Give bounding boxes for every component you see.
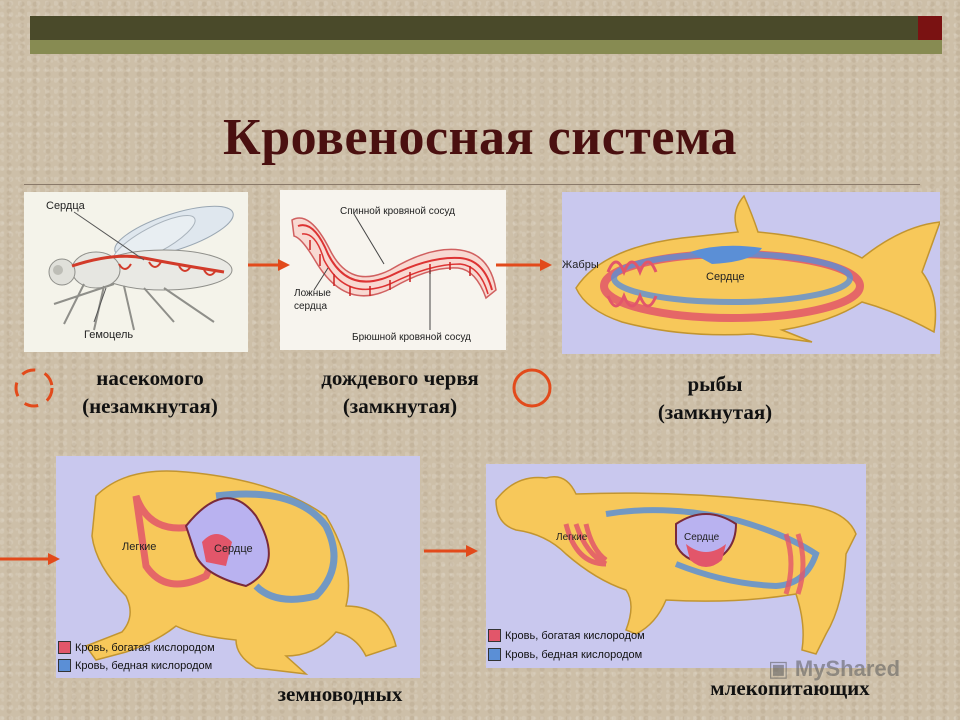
fish-heart-label: Сердце bbox=[706, 271, 745, 283]
worm-panel: Спинной кровяной сосуд Ложные сердца Брю… bbox=[280, 190, 506, 350]
frog-panel: Легкие Сердце Кровь, богатая кислородом … bbox=[56, 456, 420, 678]
title-bar-band-light bbox=[30, 40, 918, 54]
mammal-legend-oxygen-poor: Кровь, бедная кислородом bbox=[488, 648, 642, 661]
mammal-lungs-label: Легкие bbox=[556, 532, 588, 543]
frog-legend-oxygen-poor: Кровь, бедная кислородом bbox=[58, 659, 212, 672]
worm-false-hearts-label-2: сердца bbox=[294, 301, 327, 312]
fish-panel: Жабры Сердце bbox=[562, 192, 940, 354]
open-system-circle-icon bbox=[14, 368, 54, 408]
arrow-worm-to-fish bbox=[496, 259, 552, 271]
insect-image: Сердца Гемоцель bbox=[24, 192, 248, 352]
closed-system-circle-icon bbox=[512, 368, 552, 408]
frog-image: Легкие Сердце bbox=[56, 456, 420, 678]
worm-caption-line1: дождевого червя bbox=[321, 366, 479, 390]
slide-title: Кровеносная система bbox=[223, 109, 737, 166]
insect-caption: насекомого (незамкнутая) bbox=[50, 364, 250, 420]
mammal-image: Легкие Сердце bbox=[486, 464, 866, 668]
mammal-legend-oxygen-poor-text: Кровь, бедная кислородом bbox=[505, 648, 643, 661]
mammal-heart-label: Сердце bbox=[684, 532, 720, 543]
mammal-caption: млекопитающих bbox=[710, 676, 870, 700]
frog-legend-oxygen-rich: Кровь, богатая кислородом bbox=[58, 641, 215, 654]
arrow-frog-to-mammal bbox=[424, 545, 478, 557]
mammal-legend-oxygen-rich: Кровь, богатая кислородом bbox=[488, 629, 645, 642]
corner-square-light bbox=[918, 40, 942, 54]
worm-caption-line2: (замкнутая) bbox=[342, 394, 458, 418]
title-bar-band bbox=[30, 16, 918, 40]
worm-caption: дождевого червя (замкнутая) bbox=[280, 364, 520, 420]
worm-false-hearts-label-1: Ложные bbox=[294, 288, 331, 299]
arrow-into-frog bbox=[0, 553, 60, 565]
fish-caption-line2: (замкнутая) bbox=[657, 400, 773, 424]
worm-ventral-vessel-label: Брюшной кровяной сосуд bbox=[352, 332, 471, 343]
fish-caption-line1: рыбы bbox=[687, 372, 743, 396]
frog-caption: земноводных bbox=[277, 682, 403, 706]
watermark-logo: ▣ MyShared bbox=[768, 656, 900, 682]
worm-dorsal-vessel-label: Спинной кровяной сосуд bbox=[340, 206, 455, 217]
mammal-legend-oxygen-rich-text: Кровь, богатая кислородом bbox=[505, 629, 645, 642]
arrow-insect-to-worm bbox=[248, 259, 290, 271]
oxygen-rich-swatch bbox=[488, 629, 501, 642]
frog-legend-oxygen-poor-text: Кровь, бедная кислородом bbox=[75, 659, 213, 672]
insect-heart-label: Сердца bbox=[46, 200, 86, 212]
frog-lungs-label: Легкие bbox=[122, 541, 156, 553]
title-divider bbox=[24, 184, 920, 185]
mammal-panel: Легкие Сердце Кровь, богатая кислородом … bbox=[486, 464, 866, 668]
worm-image: Спинной кровяной сосуд Ложные сердца Брю… bbox=[280, 190, 506, 350]
fish-caption: рыбы (замкнутая) bbox=[620, 370, 810, 426]
watermark-icon: ▣ bbox=[768, 656, 795, 681]
frog-heart-label: Сердце bbox=[214, 543, 253, 555]
oxygen-poor-swatch bbox=[58, 659, 71, 672]
insect-caption-line2: (незамкнутая) bbox=[82, 394, 218, 418]
watermark-text: MyShared bbox=[794, 656, 901, 681]
fish-gills-label: Жабры bbox=[562, 259, 599, 271]
frog-legend-oxygen-rich-text: Кровь, богатая кислородом bbox=[75, 641, 215, 654]
oxygen-poor-swatch bbox=[488, 648, 501, 661]
oxygen-rich-swatch bbox=[58, 641, 71, 654]
corner-square-dark bbox=[918, 16, 942, 40]
fish-image: Жабры Сердце bbox=[562, 192, 940, 354]
insect-hemocoel-label: Гемоцель bbox=[84, 329, 133, 341]
insect-caption-line1: насекомого bbox=[96, 366, 204, 390]
insect-panel: Сердца Гемоцель bbox=[24, 192, 248, 352]
